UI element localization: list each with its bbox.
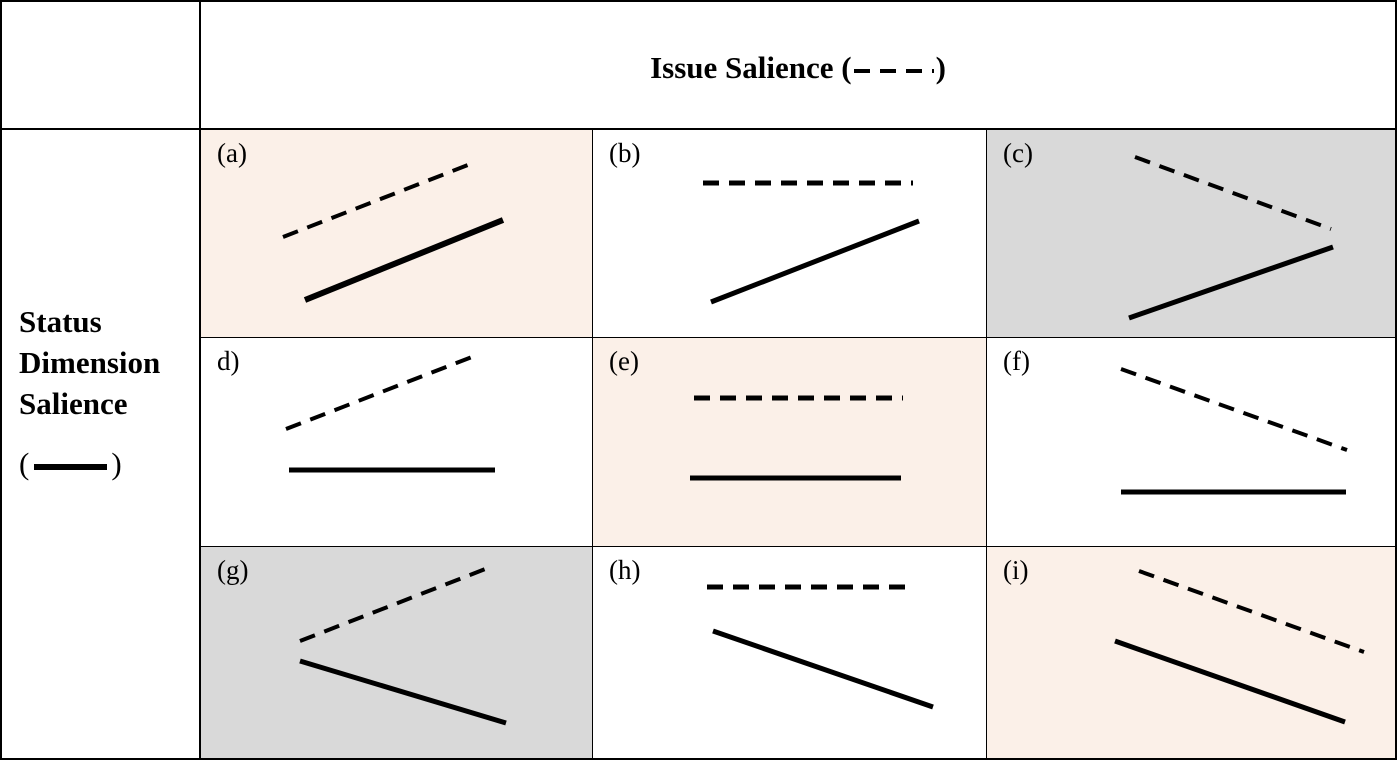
issue-salience-line (1134, 155, 1332, 231)
table-border-bottom (0, 758, 1397, 760)
status-salience-line (299, 658, 507, 726)
row-header-legend: () (19, 448, 122, 479)
cell-b-lines (703, 180, 920, 305)
issue-salience-line (282, 161, 474, 239)
row-legend-open: ( (19, 446, 30, 481)
table-border-right (1395, 0, 1397, 760)
cell-label: (f) (1003, 346, 1030, 376)
status-salience-line (303, 217, 505, 303)
status-salience-line (1128, 244, 1334, 321)
cell-c-lines (1128, 155, 1334, 321)
status-salience-line (712, 628, 934, 710)
header-row-divider (0, 128, 1397, 130)
cell-e-lines (690, 395, 903, 481)
row-divider-2 (200, 546, 1397, 547)
cell-h-lines (707, 584, 934, 710)
cell-label: (i) (1003, 555, 1029, 585)
row-header-line: Status (19, 304, 102, 339)
cell-g: (g) (201, 547, 592, 759)
issue-salience-line (285, 353, 478, 431)
row-header-line: Dimension (19, 345, 161, 380)
table-border-left (0, 0, 2, 760)
cell-label: d) (217, 346, 240, 376)
cell-d-lines (285, 353, 495, 473)
cell-label: (e) (609, 346, 639, 376)
cell-label: (a) (217, 138, 247, 168)
cell-label: (c) (1003, 138, 1033, 168)
cell-b: (b) (593, 130, 986, 337)
cell-g-lines (299, 564, 507, 726)
column-divider-1 (592, 129, 593, 760)
cell-d: d) (201, 338, 592, 546)
issue-salience-line (1138, 569, 1365, 654)
dashed-line-legend-icon (853, 68, 934, 73)
cell-a: (a) (201, 130, 592, 337)
cell-label: (b) (609, 138, 641, 168)
row-legend-close: ) (111, 446, 122, 481)
cell-i: (i) (987, 547, 1396, 759)
row-divider-1 (200, 337, 1397, 338)
solid-line-legend-icon (34, 463, 108, 470)
status-salience-line (710, 218, 920, 305)
cell-i-lines (1114, 569, 1365, 725)
table-border-top (0, 0, 1397, 2)
issue-salience-line (299, 564, 494, 643)
cell-e: (e) (593, 338, 986, 546)
cell-label: (h) (609, 555, 641, 585)
row-header-status-dimension-salience: Status Dimension Salience (19, 301, 160, 424)
issue-salience-line (1120, 367, 1348, 452)
status-salience-line (1114, 638, 1346, 725)
cell-a-lines (282, 161, 505, 303)
column-header-text: Issue Salience ( (650, 50, 852, 85)
cell-c: (c) (987, 130, 1396, 337)
column-divider-2 (986, 129, 987, 760)
column-header-close: ) (935, 50, 946, 85)
cell-label: (g) (217, 555, 249, 585)
cell-h: (h) (593, 547, 986, 759)
cell-f-lines (1120, 367, 1348, 495)
row-header-divider (199, 0, 201, 760)
row-header-line: Salience (19, 386, 128, 421)
column-header-issue-salience: Issue Salience () (200, 50, 1396, 86)
cell-f: (f) (987, 338, 1396, 546)
